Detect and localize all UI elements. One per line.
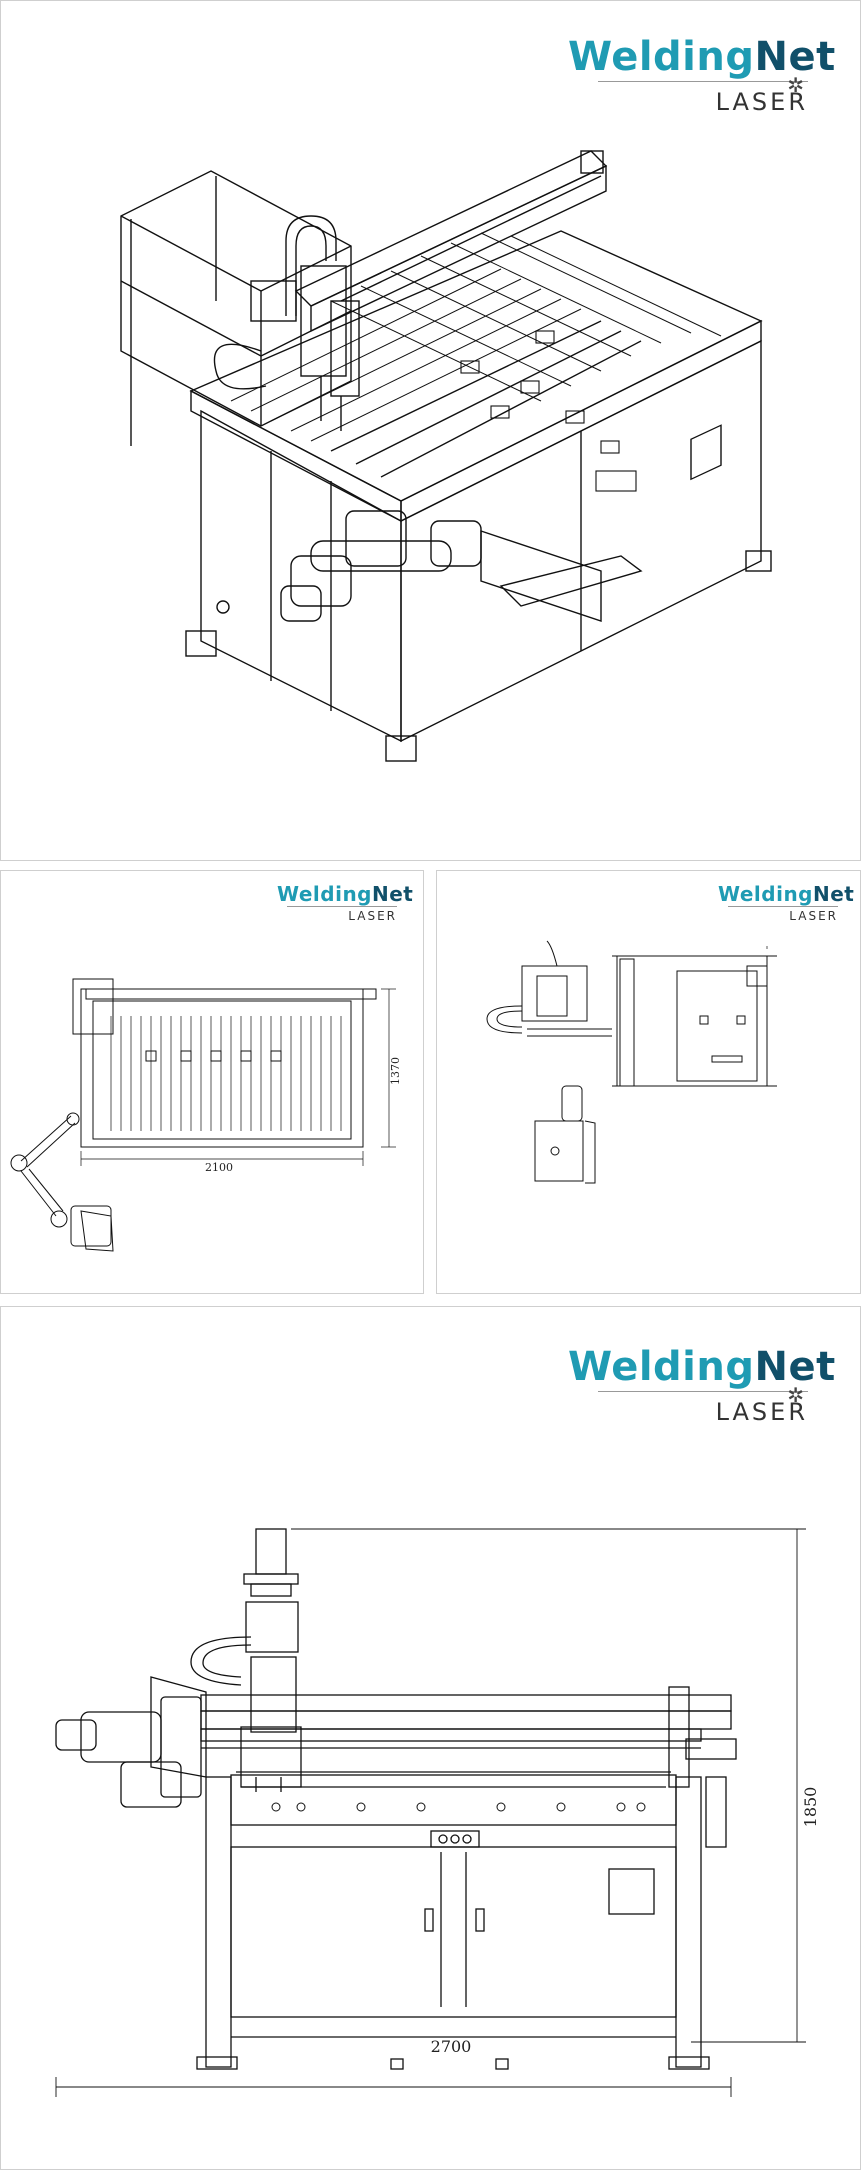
side-view-panel: WeldingNet LASER — [436, 870, 861, 1294]
robot-arm — [10, 1112, 114, 1252]
brand-name-part2: Net — [754, 1344, 836, 1390]
brand-logo: WeldingNet LASER ✲ — [568, 34, 835, 116]
brand-subtitle: LASER — [715, 1398, 808, 1426]
machine-base — [185, 339, 772, 762]
brand-name-part1: Welding — [568, 1344, 755, 1390]
laser-head — [190, 1528, 302, 1792]
width-dimension: 2100 — [205, 1161, 233, 1174]
top-view-panel: WeldingNet LASER — [0, 870, 424, 1294]
fixtures — [460, 330, 637, 492]
laser-head — [486, 940, 612, 1037]
isometric-view-panel: WeldingNet LASER ✲ — [0, 0, 861, 861]
front-view-panel: WeldingNet LASER ✲ — [0, 1306, 861, 2170]
brand-name-part1: Welding — [277, 882, 372, 906]
brand-name-part1: Welding — [718, 882, 813, 906]
brand-name-part2: Net — [813, 882, 855, 906]
isometric-drawing — [120, 150, 772, 762]
brand-subtitle: LASER — [715, 88, 808, 116]
robot-arm — [534, 1085, 596, 1184]
side-view-drawing — [486, 940, 777, 1184]
spark-icon: ✲ — [787, 75, 804, 97]
front-view-drawing: 2700 1850 — [55, 1528, 820, 2097]
brand-name-part2: Net — [372, 882, 414, 906]
robot-arm — [280, 510, 643, 622]
spark-icon: ✲ — [787, 1385, 804, 1407]
robot-arm — [55, 1676, 207, 1808]
depth-dimension: 1370 — [389, 1057, 402, 1085]
brand-logo-small: WeldingNet LASER — [277, 882, 413, 923]
laser-head — [213, 215, 360, 431]
head-carriage — [72, 978, 114, 1035]
width-dimension: 2700 — [431, 2037, 472, 2056]
brand-subtitle: LASER — [789, 909, 838, 923]
height-dimension: 1850 — [801, 1787, 820, 1828]
brand-logo-small: WeldingNet LASER — [718, 882, 854, 923]
dimension-lines — [55, 1528, 806, 2097]
brand-name-part2: Net — [754, 34, 836, 80]
brand-logo: WeldingNet LASER ✲ — [568, 1344, 835, 1426]
machine-base — [196, 1776, 710, 2070]
control-cabinet — [120, 170, 352, 446]
machine-table — [189, 230, 763, 523]
machine-table — [230, 1771, 727, 1848]
top-view-drawing: 2100 1370 — [10, 978, 402, 1252]
gantry-beam — [294, 150, 608, 333]
brand-name-part1: Welding — [568, 34, 755, 80]
dimension-lines — [80, 988, 396, 1166]
brand-subtitle: LASER — [348, 909, 397, 923]
